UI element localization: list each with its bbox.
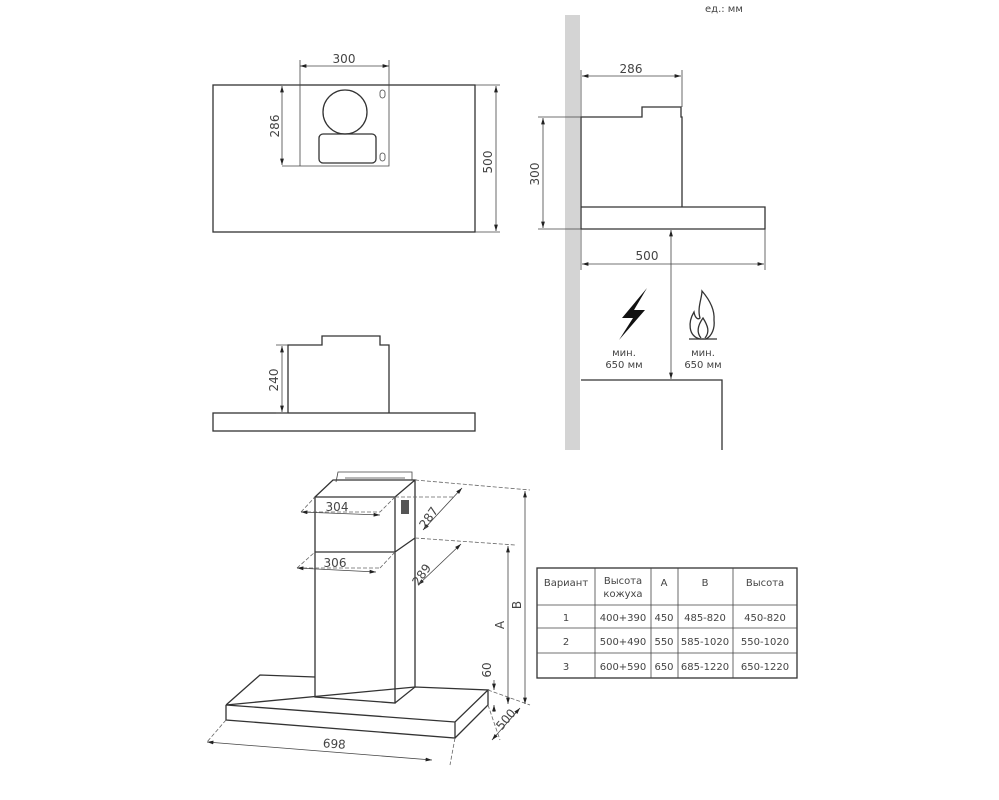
header-a: A <box>661 578 668 589</box>
dim-698: 698 <box>322 736 346 752</box>
dim-286: 286 <box>268 115 282 138</box>
dim-500-iso: 500 <box>493 706 518 733</box>
electric-stove-icon <box>619 288 647 340</box>
svg-text:600+590: 600+590 <box>600 662 647 673</box>
dim-a: A <box>493 620 507 629</box>
svg-text:550: 550 <box>654 637 673 648</box>
table-row: 3 600+590 650 685-1220 650-1220 <box>563 662 789 673</box>
svg-text:500+490: 500+490 <box>600 637 647 648</box>
dim-286-side: 286 <box>620 62 643 76</box>
electric-min-value: 650 мм <box>605 360 642 371</box>
header-total-height: Высота <box>746 578 784 589</box>
svg-text:450-820: 450-820 <box>744 613 786 624</box>
svg-text:650-1220: 650-1220 <box>741 662 789 673</box>
svg-text:400+390: 400+390 <box>600 613 647 624</box>
dim-60: 60 <box>480 662 494 677</box>
header-height: Высота <box>604 576 642 587</box>
top-view: 300 286 500 <box>212 52 500 233</box>
units-label: ед.: мм <box>705 4 743 15</box>
iso-view: 304 287 306 289 A B 60 500 698 <box>206 471 531 766</box>
side-view: 286 300 500 мин. 650 мм мин. 650 мм <box>528 15 766 450</box>
variants-table: Вариант Высота кожуха A B Высота 1 400+3… <box>536 567 798 679</box>
electric-min-label: мин. <box>612 348 636 359</box>
gas-min-value: 650 мм <box>684 360 721 371</box>
svg-text:1: 1 <box>563 613 569 624</box>
front-view: 240 <box>212 335 476 432</box>
gas-min-label: мин. <box>691 348 715 359</box>
table-row: 1 400+390 450 485-820 450-820 <box>563 613 786 624</box>
svg-text:685-1220: 685-1220 <box>681 662 729 673</box>
dim-240: 240 <box>267 369 281 392</box>
dim-287: 287 <box>416 504 441 531</box>
dim-500: 500 <box>481 151 495 174</box>
wall <box>565 15 580 450</box>
table-row: 2 500+490 550 585-1020 550-1020 <box>563 637 789 648</box>
svg-text:585-1020: 585-1020 <box>681 637 729 648</box>
header-height-line2: кожуха <box>603 589 642 600</box>
dim-304: 304 <box>326 500 349 514</box>
dim-300: 300 <box>333 52 356 66</box>
svg-text:650: 650 <box>654 662 673 673</box>
svg-text:450: 450 <box>654 613 673 624</box>
svg-text:2: 2 <box>563 637 569 648</box>
dim-b: B <box>510 601 524 609</box>
svg-text:550-1020: 550-1020 <box>741 637 789 648</box>
dim-306: 306 <box>324 556 347 570</box>
gas-flame-icon <box>689 289 717 340</box>
dim-500-side: 500 <box>636 249 659 263</box>
dim-289: 289 <box>409 561 434 588</box>
svg-text:3: 3 <box>563 662 569 673</box>
header-variant: Вариант <box>544 578 589 589</box>
dim-300-side: 300 <box>528 163 542 186</box>
vent-grille <box>401 500 409 514</box>
header-b: B <box>702 578 709 589</box>
svg-text:485-820: 485-820 <box>684 613 726 624</box>
